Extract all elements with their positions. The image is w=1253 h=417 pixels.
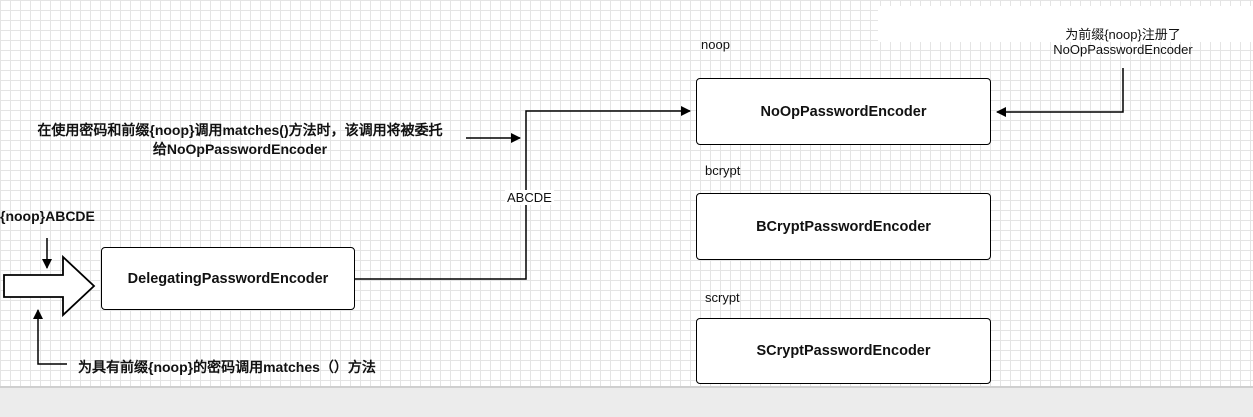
noop-id-label: noop: [701, 37, 730, 52]
delegate-note-line1: 在使用密码和前缀{noop}调用matches()方法时，该调用将被委托: [37, 122, 443, 138]
top-right-panel: [878, 6, 1253, 42]
delegating-encoder-label: DelegatingPasswordEncoder: [127, 270, 329, 287]
noop-encoder-box: NoOpPasswordEncoder: [696, 78, 991, 145]
bottom-band-divider: [0, 386, 1253, 388]
noop-encoder-label: NoOpPasswordEncoder: [760, 103, 927, 120]
register-arrow: [996, 68, 1124, 117]
matches-caption-arrow: [33, 309, 67, 365]
bcrypt-encoder-box: BCryptPasswordEncoder: [696, 193, 991, 260]
matches-call-caption: 为具有前缀{noop}的密码调用matches（）方法: [78, 359, 376, 375]
bottom-band: [0, 388, 1253, 417]
bcrypt-encoder-label: BCryptPasswordEncoder: [756, 218, 931, 235]
scrypt-encoder-label: SCryptPasswordEncoder: [756, 343, 931, 359]
delegate-note-line2: 给NoOpPasswordEncoder: [152, 141, 328, 157]
input-password-label: {noop}ABCDE: [0, 208, 95, 224]
scrypt-encoder-box: SCryptPasswordEncoder: [696, 318, 991, 384]
register-note-line1: 为前缀{noop}注册了: [1065, 27, 1181, 42]
scrypt-id-label: scrypt: [705, 290, 740, 305]
bcrypt-id-label: bcrypt: [705, 163, 741, 178]
input-block-arrow: [3, 254, 96, 318]
delegating-encoder-box: DelegatingPasswordEncoder: [101, 247, 355, 310]
register-note: 为前缀{noop}注册了 NoOpPasswordEncoder: [1030, 27, 1216, 57]
register-note-line2: NoOpPasswordEncoder: [1053, 42, 1193, 57]
delegated-value-label: ABCDE: [505, 190, 554, 205]
delegate-note: 在使用密码和前缀{noop}调用matches()方法时，该调用将被委托 给No…: [14, 121, 466, 159]
